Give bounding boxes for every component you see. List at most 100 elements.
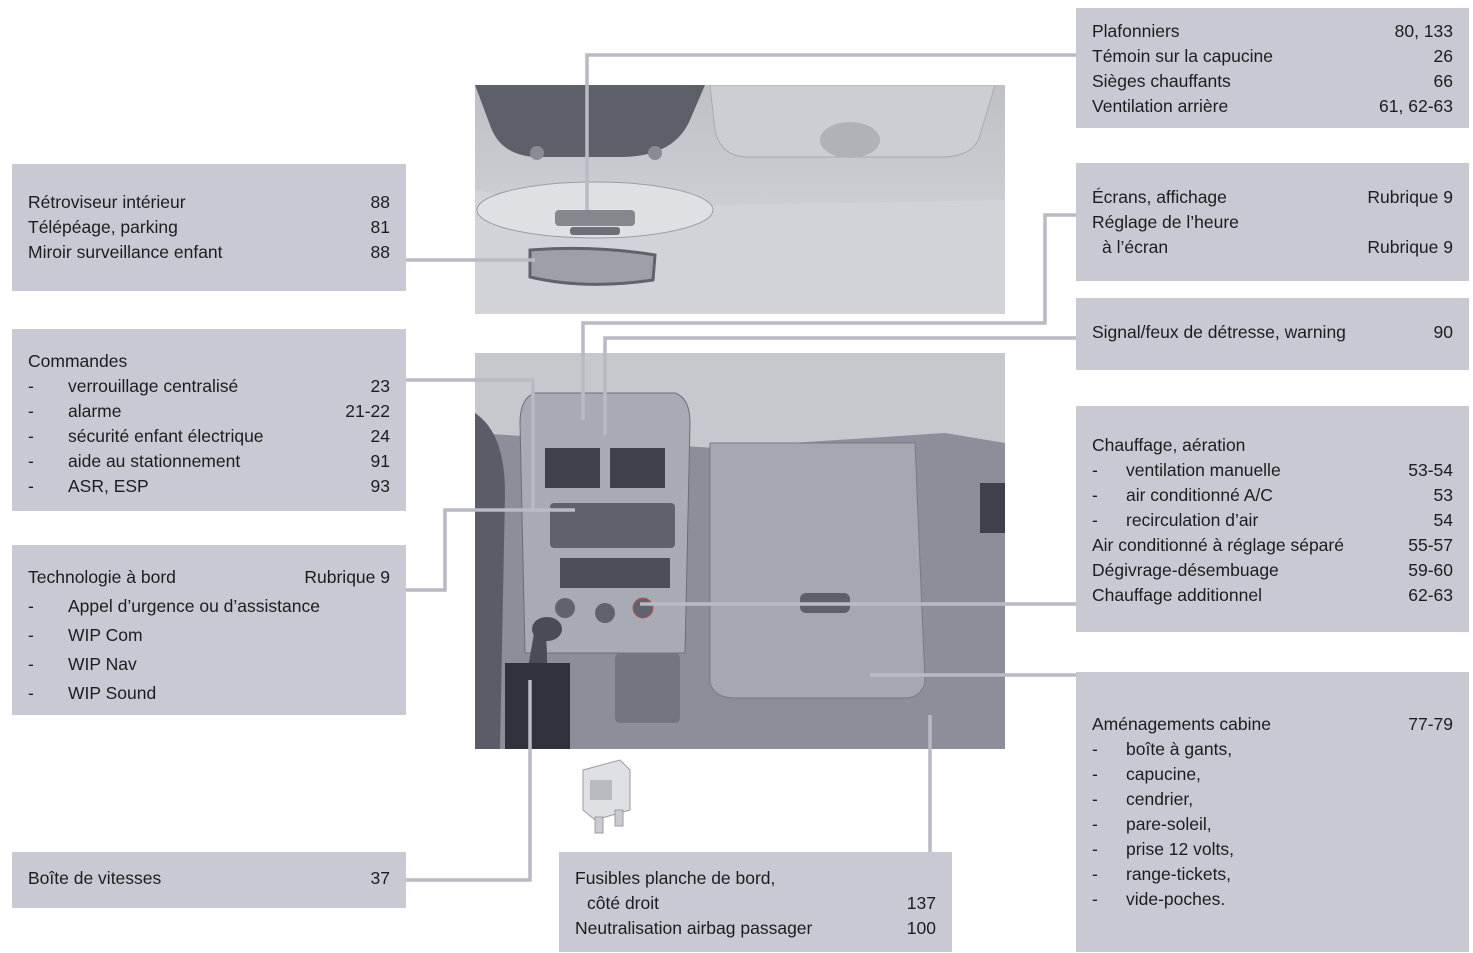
page-ref: 54	[1433, 510, 1453, 530]
entry-label: recirculation d’air	[1126, 510, 1259, 530]
page-ref: Rubrique 9	[1367, 237, 1453, 257]
index-row[interactable]: Air conditionné à réglage séparé 55-57	[1092, 533, 1453, 558]
page-ref: 88	[370, 242, 390, 262]
dash-marker: -	[1092, 485, 1098, 505]
index-row[interactable]: Signal/feux de détresse, warning 90	[1092, 320, 1453, 345]
page-ref: 59-60	[1408, 560, 1453, 580]
page-ref: 80, 133	[1394, 21, 1453, 41]
entry-label: verrouillage centralisé	[68, 376, 239, 396]
dash-marker: -	[28, 683, 34, 703]
index-row[interactable]: Rétroviseur intérieur 88	[28, 190, 390, 215]
index-row[interactable]: Ventilation arrière 61, 62-63	[1092, 94, 1453, 119]
entry-label: Sièges chauffants	[1092, 71, 1231, 91]
dash-marker: -	[1092, 739, 1098, 759]
entry-label: Ventilation arrière	[1092, 96, 1229, 116]
page-ref: 21-22	[345, 401, 390, 421]
dashboard-illustration	[475, 353, 1005, 749]
entry-label: Dégivrage-désembuage	[1092, 560, 1279, 580]
list-item[interactable]: -cendrier,	[1092, 787, 1453, 812]
page-ref: 62-63	[1408, 585, 1453, 605]
page-ref: 37	[370, 868, 390, 888]
dash-marker: -	[1092, 839, 1098, 859]
list-item[interactable]: -vide-poches.	[1092, 887, 1453, 912]
list-item[interactable]: -pare-soleil,	[1092, 812, 1453, 837]
dash-marker: -	[1092, 460, 1098, 480]
entry-label: WIP Nav	[68, 654, 137, 674]
entry-label: Rétroviseur intérieur	[28, 192, 186, 212]
list-item[interactable]: -WIP Nav	[28, 650, 390, 679]
section-title: Chauffage, aération	[1092, 435, 1246, 455]
index-row: Fusibles planche de bord,	[575, 866, 936, 891]
list-item[interactable]: - alarme 21-22	[28, 399, 390, 424]
list-item[interactable]: - recirculation d’air 54	[1092, 508, 1453, 533]
entry-label: WIP Com	[68, 625, 143, 645]
entry-label: cendrier,	[1126, 789, 1194, 809]
entry-label: à l’écran	[1102, 237, 1169, 257]
dash-marker: -	[28, 596, 34, 616]
dash-marker: -	[28, 426, 34, 446]
page-ref: 90	[1433, 322, 1453, 342]
index-row[interactable]: Miroir surveillance enfant 88	[28, 240, 390, 265]
entry-label: alarme	[68, 401, 122, 421]
entry-label: ventilation manuelle	[1126, 460, 1281, 480]
page-ref: 66	[1433, 71, 1453, 91]
dash-marker: -	[28, 401, 34, 421]
dash-marker: -	[28, 625, 34, 645]
page-ref: 100	[906, 918, 936, 938]
entry-label: Appel d’urgence ou d’assistance	[68, 596, 320, 616]
list-item[interactable]: -prise 12 volts,	[1092, 837, 1453, 862]
entry-label: pare-soleil,	[1126, 814, 1212, 834]
page-ref: 53-54	[1408, 460, 1453, 480]
index-row[interactable]: à l’écran Rubrique 9	[1092, 235, 1453, 260]
list-item[interactable]: - ventilation manuelle 53-54	[1092, 458, 1453, 483]
page-ref: 81	[370, 217, 390, 237]
page-ref: 55-57	[1408, 535, 1453, 555]
list-item[interactable]: - WIP Sound	[28, 679, 390, 708]
entry-label: WIP Sound	[68, 683, 157, 703]
page-ref: 88	[370, 192, 390, 212]
page-ref: 61, 62-63	[1379, 96, 1453, 116]
entry-label: Miroir surveillance enfant	[28, 242, 223, 262]
list-item[interactable]: -range-tickets,	[1092, 862, 1453, 887]
page-ref: 53	[1433, 485, 1453, 505]
dash-marker: -	[1092, 510, 1098, 530]
entry-label: côté droit	[587, 893, 659, 913]
index-row[interactable]: Dégivrage-désembuage 59-60	[1092, 558, 1453, 583]
entry-label: aide au stationnement	[68, 451, 241, 471]
retroviseur-box: Rétroviseur intérieur 88 Télépéage, parki…	[12, 164, 406, 291]
list-item[interactable]: -boîte à gants,	[1092, 737, 1453, 762]
list-item[interactable]: - Appel d’urgence ou d’assistance	[28, 592, 390, 621]
entry-label: Signal/feux de détresse, warning	[1092, 322, 1346, 342]
list-item[interactable]: -capucine,	[1092, 762, 1453, 787]
entry-label: Air conditionné à réglage séparé	[1092, 535, 1344, 555]
dash-marker: -	[28, 451, 34, 471]
page-ref: Rubrique 9	[304, 567, 390, 587]
page-ref: 77-79	[1408, 714, 1453, 734]
list-item[interactable]: - WIP Com	[28, 621, 390, 650]
entry-label: capucine,	[1126, 764, 1201, 784]
index-row[interactable]: Sièges chauffants 66	[1092, 69, 1453, 94]
fuse-icon	[582, 759, 631, 834]
index-row: Réglage de l’heure	[1092, 210, 1453, 235]
entry-label: sécurité enfant électrique	[68, 426, 264, 446]
